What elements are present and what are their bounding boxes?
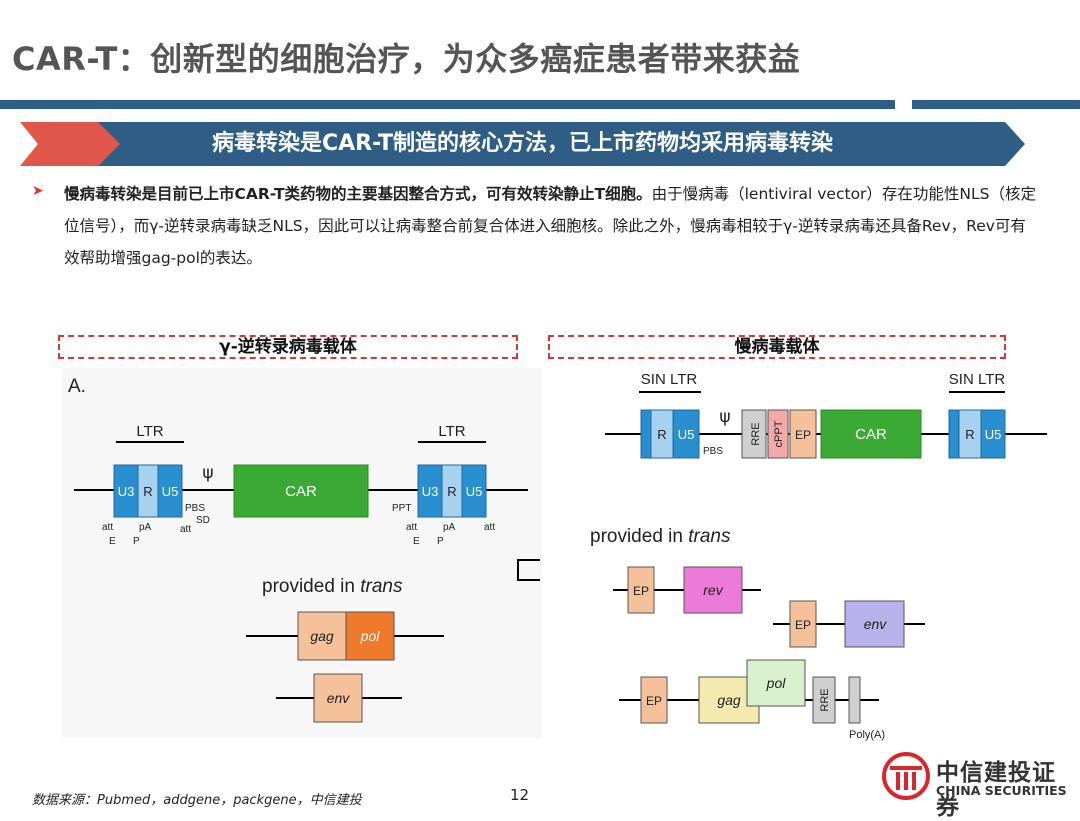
u3-right-text: U3 bbox=[422, 484, 439, 499]
sin-ltr-left-label: SIN LTR bbox=[641, 371, 698, 388]
bracket-mark bbox=[517, 559, 540, 581]
env-right-text: env bbox=[864, 616, 888, 632]
rev-text: rev bbox=[703, 582, 723, 598]
polya-label: Poly(A) bbox=[849, 729, 885, 741]
rre-top-text: RRE bbox=[750, 422, 762, 445]
rre-box-bottom bbox=[812, 676, 836, 724]
gag-left-text: gag bbox=[310, 628, 334, 644]
e-label-2: E bbox=[413, 536, 420, 547]
car-left-text: CAR bbox=[285, 483, 317, 500]
p-label-1: P bbox=[133, 536, 140, 547]
paragraph-rest: 由于慢病毒（lentiviral vector）存在功能性NLS（核定位信号），… bbox=[64, 185, 1036, 267]
cppt-box bbox=[767, 409, 789, 459]
ep-box-env bbox=[789, 600, 817, 648]
ep-box-gag bbox=[640, 676, 668, 724]
psi-right: ψ bbox=[719, 407, 730, 427]
left-section-label: γ-逆转录病毒载体 bbox=[58, 335, 518, 359]
polya-box bbox=[848, 676, 861, 724]
u3-left-text: U3 bbox=[118, 484, 135, 499]
ep-gag-text: EP bbox=[646, 694, 662, 708]
citic-logo-icon bbox=[882, 752, 930, 800]
u5-lenti-right bbox=[980, 409, 1006, 459]
u3-right bbox=[417, 464, 443, 518]
ep-box-rev bbox=[627, 566, 655, 614]
pol-right-text: pol bbox=[766, 675, 787, 691]
ltr-right-label: LTR bbox=[438, 423, 465, 440]
r-lenti-left-text: R bbox=[657, 427, 666, 442]
ep-box-top bbox=[789, 409, 817, 459]
rre-box-top bbox=[741, 409, 767, 459]
u5-right-text: U5 bbox=[466, 484, 483, 499]
trans-prefix-right: provided in bbox=[590, 526, 688, 547]
r-lenti-right-text: R bbox=[965, 427, 974, 442]
logo-cn-text: 中信建投证券 bbox=[936, 760, 1056, 820]
u3-delta-right bbox=[948, 409, 960, 459]
p-label-2: P bbox=[437, 536, 444, 547]
car-gene-left bbox=[233, 464, 369, 518]
ep-top-text: EP bbox=[795, 428, 811, 442]
u5-lenti-right-text: U5 bbox=[985, 427, 1002, 442]
company-logo: 中信建投证券 CHINA SECURITIES bbox=[882, 750, 1072, 820]
panel-letter: A. bbox=[68, 376, 86, 397]
sin-ltr-right-label: SIN LTR bbox=[949, 371, 1006, 388]
trans-prefix-left: provided in bbox=[262, 576, 360, 597]
rev-box bbox=[683, 566, 743, 614]
env-box-right bbox=[844, 600, 905, 648]
u5-left bbox=[157, 464, 183, 518]
pa-label-2: pA bbox=[443, 522, 456, 533]
page-number: 12 bbox=[510, 786, 530, 804]
ep-rev-text: EP bbox=[633, 584, 649, 598]
trans-heading-left: provided in trans bbox=[262, 576, 403, 597]
header-bar-left bbox=[0, 100, 895, 109]
r-left-text: R bbox=[143, 484, 152, 499]
header-bar-right bbox=[912, 100, 1080, 109]
bullet-arrow-icon: ➤ bbox=[32, 183, 44, 199]
pbs-lenti-label: PBS bbox=[703, 446, 723, 457]
trans-italic-right: trans bbox=[688, 526, 731, 547]
cppt-text: cPPT bbox=[773, 420, 785, 447]
page-title: CAR-T：创新型的细胞治疗，为众多癌症患者带来获益 bbox=[12, 40, 801, 78]
rre-bottom-text: RRE bbox=[819, 688, 831, 711]
banner-text: 病毒转染是CAR-T制造的核心方法，已上市药物均采用病毒转染 bbox=[211, 131, 834, 156]
ep-env-text: EP bbox=[795, 618, 811, 632]
car-gene-right bbox=[820, 409, 922, 459]
paragraph-bold: 慢病毒转染是目前已上市CAR-T类药物的主要基因整合方式，可有效转染静止T细胞。 bbox=[64, 185, 652, 203]
att-label-3: att bbox=[406, 522, 417, 533]
u5-lenti-left bbox=[672, 409, 700, 459]
u5-left-text: U5 bbox=[162, 484, 179, 499]
ltr-left-label: LTR bbox=[136, 423, 163, 440]
env-left-text: env bbox=[327, 690, 351, 706]
gag-right-text: gag bbox=[717, 692, 741, 708]
section-banner: 病毒转染是CAR-T制造的核心方法，已上市药物均采用病毒转染 bbox=[20, 122, 1025, 166]
car-right-text: CAR bbox=[855, 426, 887, 443]
u5-right bbox=[461, 464, 487, 518]
ppt-label: PPT bbox=[392, 503, 411, 514]
logo-en-text: CHINA SECURITIES bbox=[936, 783, 1067, 798]
att-label-4: att bbox=[484, 522, 495, 533]
body-paragraph: 慢病毒转染是目前已上市CAR-T类药物的主要基因整合方式，可有效转染静止T细胞。… bbox=[64, 178, 1039, 274]
source-note: 数据来源：Pubmed，addgene，packgene，中信建投 bbox=[32, 793, 362, 808]
pol-box-left bbox=[345, 611, 395, 661]
att-label-1: att bbox=[102, 522, 113, 533]
right-section-label: 慢病毒载体 bbox=[548, 335, 1006, 359]
trans-heading-right: provided in trans bbox=[590, 526, 731, 547]
r-right-text: R bbox=[447, 484, 456, 499]
u3-delta-left bbox=[640, 409, 652, 459]
retroviral-vector-diagram: A. LTR LTR U3 R U5 ψ CAR U3 R U5 PBS SD … bbox=[62, 368, 542, 738]
sd-label: SD bbox=[196, 515, 210, 526]
u3-left bbox=[113, 464, 139, 518]
att-label-2: att bbox=[180, 524, 191, 535]
e-label-1: E bbox=[109, 536, 116, 547]
env-box-left bbox=[313, 673, 363, 723]
gag-box-left bbox=[297, 611, 347, 661]
pol-left-text: pol bbox=[360, 628, 381, 644]
pbs-label: PBS bbox=[185, 503, 205, 514]
pol-box-right bbox=[746, 659, 806, 707]
psi-left: ψ bbox=[202, 463, 213, 483]
trans-italic-left: trans bbox=[360, 576, 403, 597]
u5-lenti-left-text: U5 bbox=[678, 427, 695, 442]
banner-shape bbox=[20, 122, 1025, 166]
pa-label-1: pA bbox=[139, 522, 152, 533]
lentiviral-vector-diagram: SIN LTR SIN LTR R U5 PBS ψ RRE cPPT EP C… bbox=[590, 371, 1047, 741]
